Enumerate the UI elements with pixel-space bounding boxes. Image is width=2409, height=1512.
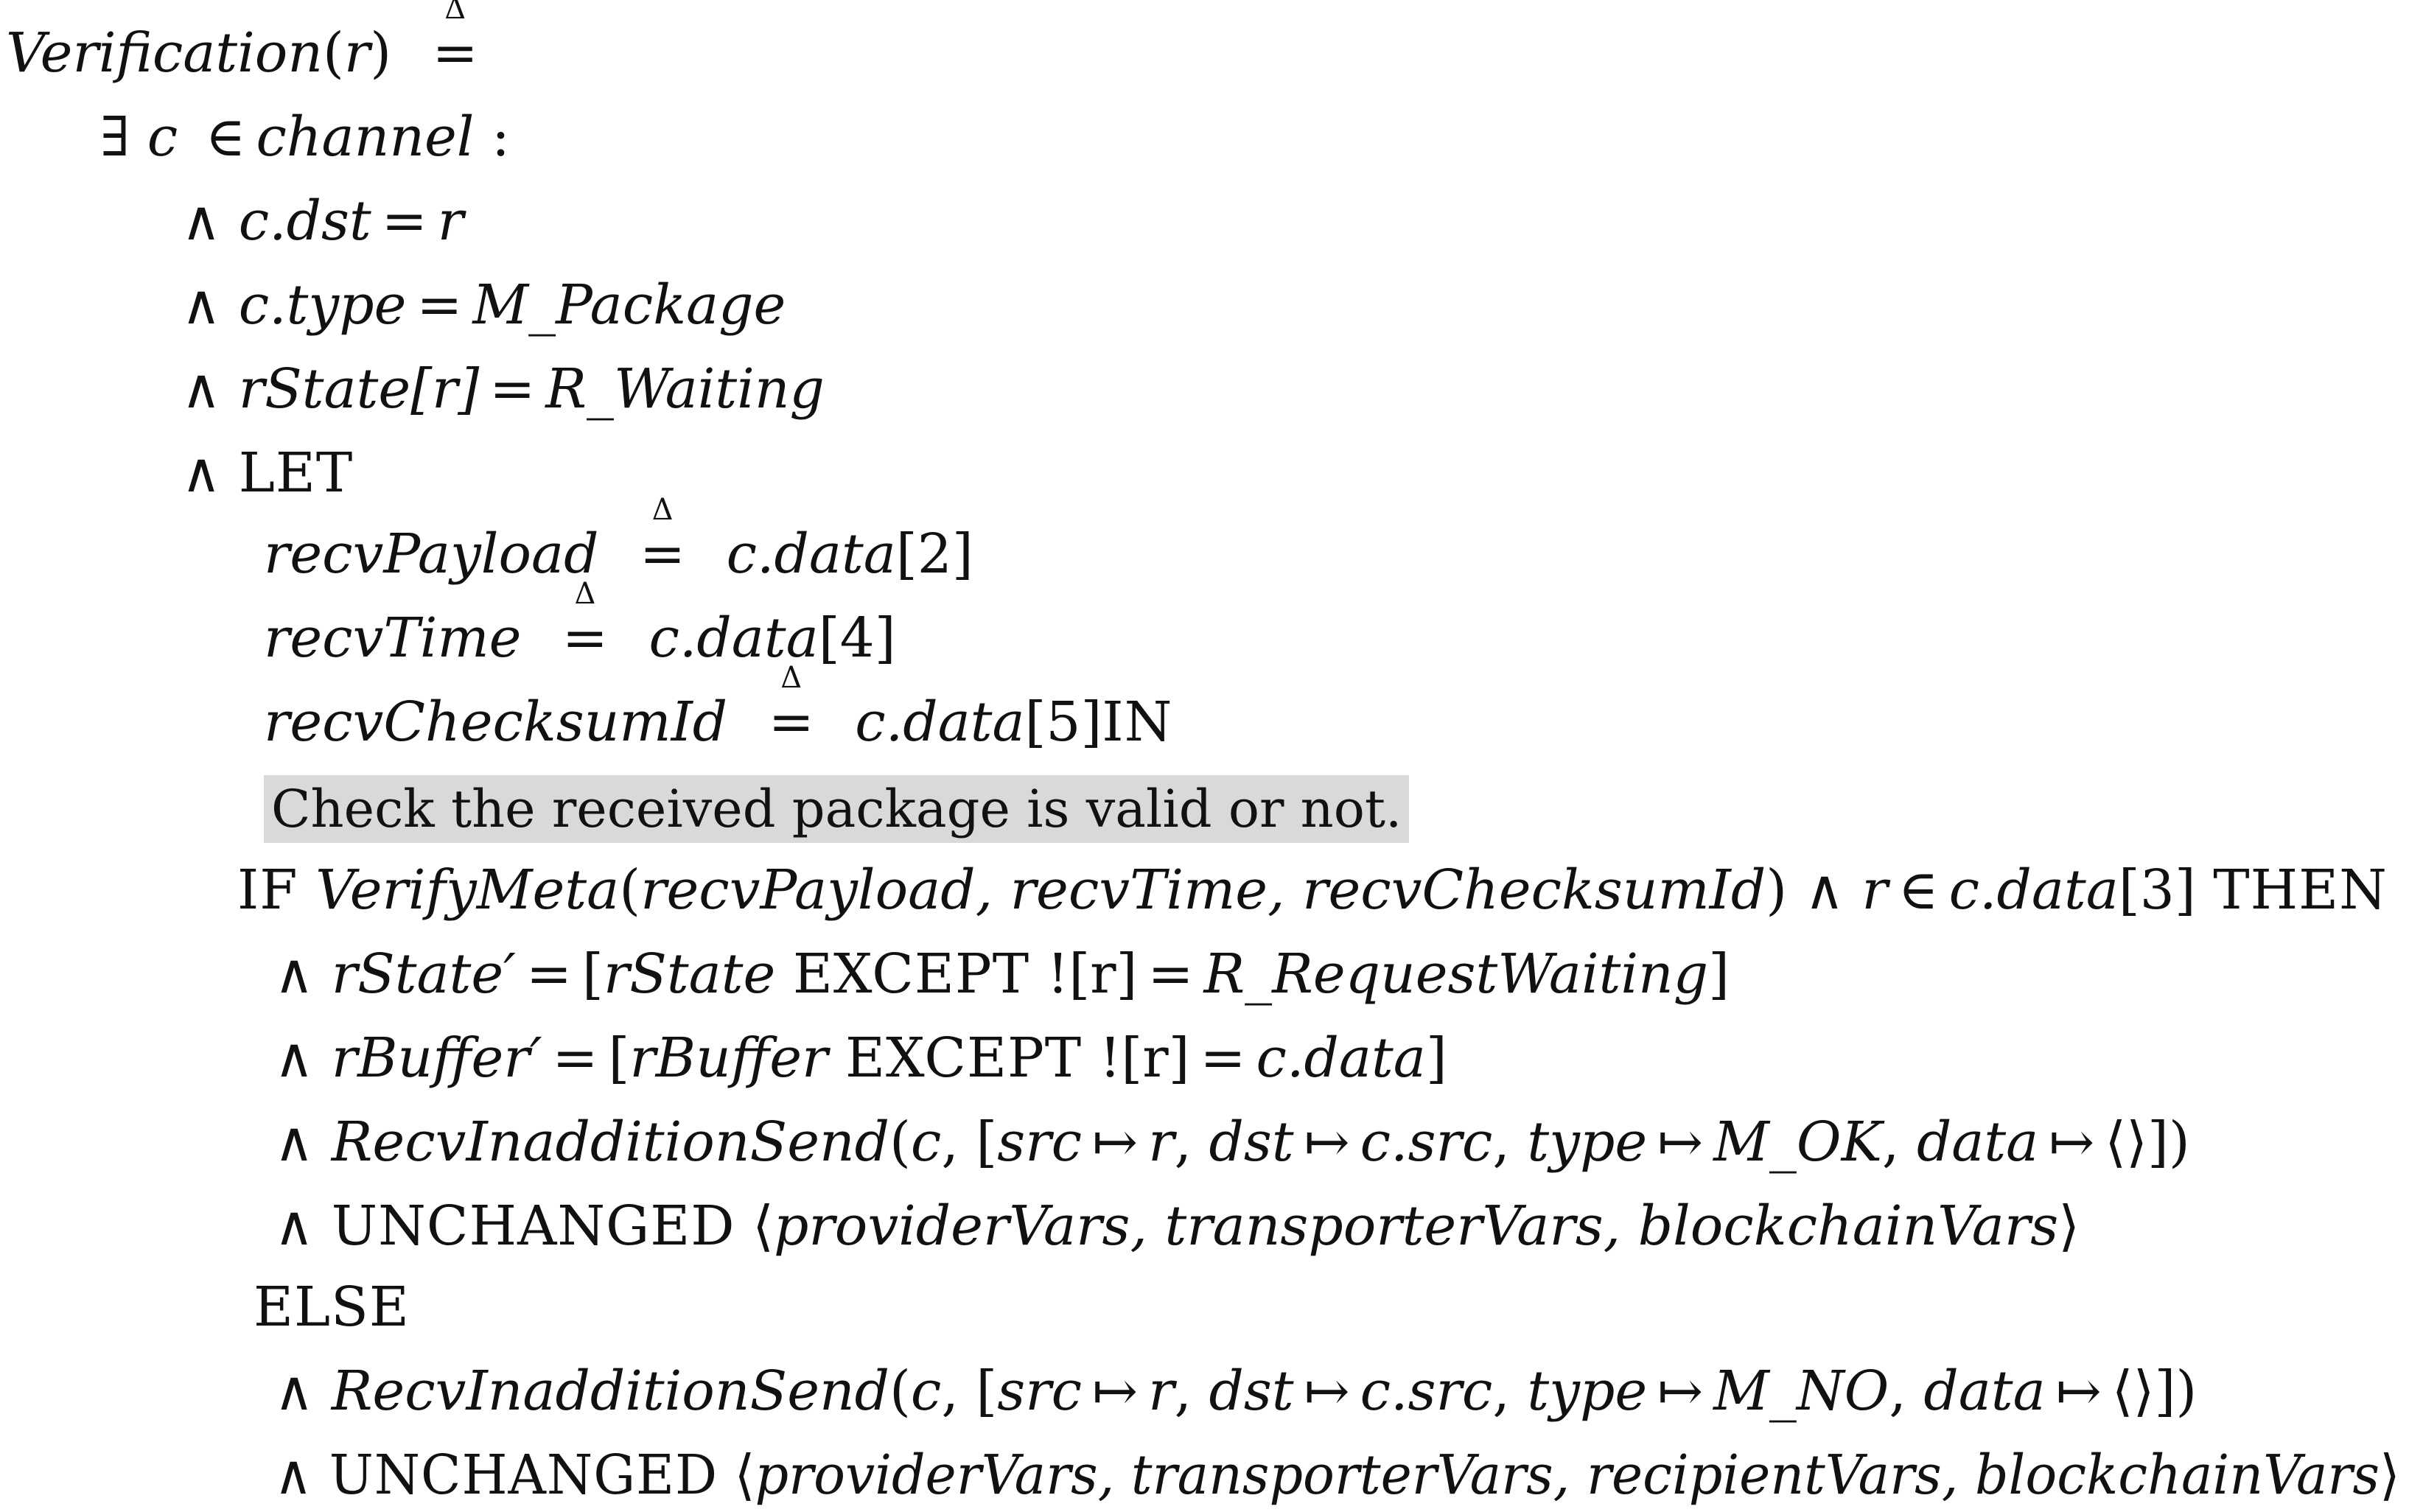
then-state-update: ∧ rState′=[rState EXCEPT ![r]=R_RequestW…	[274, 942, 1730, 1006]
let-keyword: LET	[238, 441, 354, 505]
else-keyword: ELSE	[254, 1275, 410, 1339]
operator-param: r	[343, 21, 371, 85]
condition-state: ∧ rState[r]=R_Waiting	[181, 357, 825, 421]
condition-type: ∧ c.type=M_Package	[181, 273, 786, 337]
defeq-symbol: Δ=	[432, 0, 478, 85]
if-keyword: IF	[237, 858, 298, 922]
then-keyword: THEN	[2213, 858, 2388, 922]
if-clause: IF VerifyMeta(recvPayload, recvTime, rec…	[237, 858, 2388, 922]
let-clause: ∧ LET	[181, 441, 354, 505]
comment-box: Check the received package is valid or n…	[264, 775, 1410, 843]
let-def-time: recvTime Δ= c.data[4]	[264, 577, 896, 670]
let-def-payload: recvPayload Δ= c.data[2]	[264, 493, 973, 586]
let-def-checksum: recvChecksumId Δ= c.data[5]IN	[264, 661, 1173, 754]
spec-header: Verification(r) Δ=	[6, 0, 502, 90]
then-buffer-update: ∧ rBuffer′=[rBuffer EXCEPT ![r]=c.data]	[274, 1026, 1447, 1090]
in-keyword: IN	[1102, 690, 1173, 754]
else-clause: ELSE	[254, 1270, 410, 1344]
then-send: ∧ RecvInadditionSend(c, [src↦r, dst↦c.sr…	[274, 1110, 2190, 1174]
else-unchanged: ∧ UNCHANGED ⟨providerVars, transporterVa…	[274, 1443, 2400, 1507]
condition-dst: ∧ c.dst=r	[181, 189, 464, 253]
then-unchanged: ∧ UNCHANGED ⟨providerVars, transporterVa…	[274, 1194, 2080, 1258]
operator-name: Verification	[6, 21, 324, 85]
else-send: ∧ RecvInadditionSend(c, [src↦r, dst↦c.sr…	[274, 1359, 2198, 1423]
exists-clause: ∃ c ∈channel :	[100, 105, 510, 169]
